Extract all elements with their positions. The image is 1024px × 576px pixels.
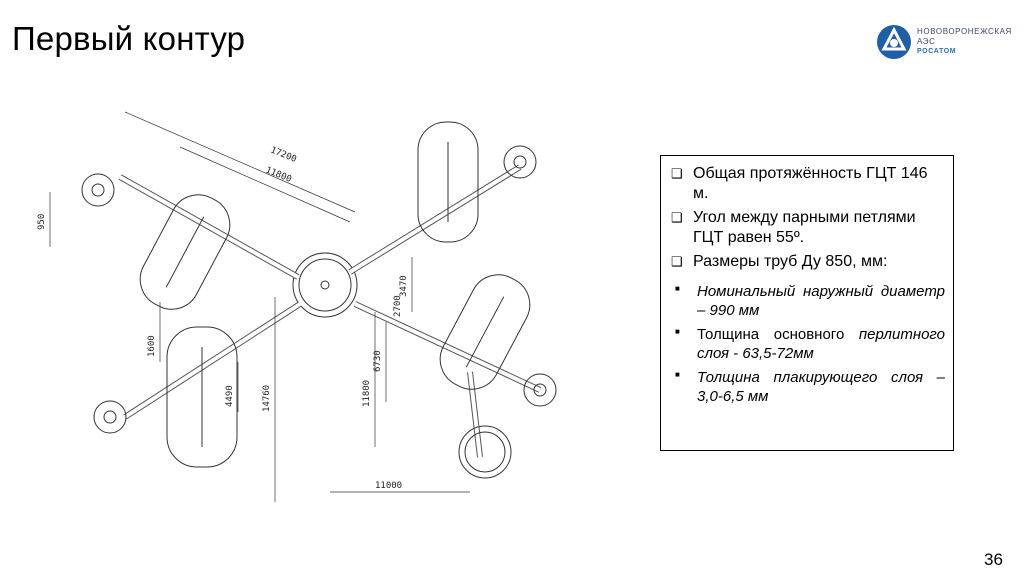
sub-item: ■ Толщина основного перлитного слоя - 63… xyxy=(675,326,945,362)
steam-generator-1 xyxy=(139,194,231,310)
bullet-item: ❑ Размеры труб Ду 850, мм: xyxy=(671,253,888,270)
sub-item: ■ Толщина плакирующего слоя – 3,0-6,5 мм xyxy=(675,369,945,405)
pump-3 xyxy=(523,373,557,407)
page-title: Первый контур xyxy=(12,20,246,57)
checkbox-bullet-icon: ❑ xyxy=(671,254,683,269)
pump-2 xyxy=(503,145,537,179)
bullet-item: ❑ Угол между парными петлями ГЦТ равен 5… xyxy=(671,209,916,246)
dim-label: 2700 xyxy=(393,295,403,317)
info-box: ❑ Общая протяжённость ГЦТ 146 м. ❑ Угол … xyxy=(660,155,954,451)
dim-label: 4490 xyxy=(225,385,235,407)
pump-1 xyxy=(81,173,115,207)
logo-line-2: АЭС xyxy=(917,37,936,46)
square-bullet-icon: ■ xyxy=(675,284,680,293)
steam-generator-2 xyxy=(417,121,479,243)
dim-label: 11000 xyxy=(375,481,402,491)
logo-line-1: НОВОВОРОНЕЖСКАЯ xyxy=(917,27,1012,36)
dim-label: 6730 xyxy=(373,350,383,372)
primary-circuit-drawing: 17200 11800 950 1600 3470 2700 6730 1180… xyxy=(37,111,557,502)
steam-generator-3 xyxy=(439,274,531,390)
pump-4 xyxy=(93,400,127,434)
dim-label: 17200 xyxy=(269,146,298,165)
checkbox-bullet-icon: ❑ xyxy=(671,210,683,225)
logo-line-3: РОСАТОМ xyxy=(917,48,957,55)
steam-generator-4 xyxy=(166,326,238,468)
square-bullet-icon: ■ xyxy=(675,370,680,379)
pressurizer xyxy=(458,425,512,479)
dim-label: 11800 xyxy=(264,166,293,185)
dim-label: 11800 xyxy=(362,380,372,407)
dim-label: 950 xyxy=(37,214,47,230)
reactor-circle xyxy=(292,252,358,318)
rosatom-logo-icon xyxy=(877,25,911,59)
checkbox-bullet-icon: ❑ xyxy=(671,166,683,181)
dim-label: 1600 xyxy=(147,335,157,357)
logo: НОВОВОРОНЕЖСКАЯ АЭС РОСАТОМ xyxy=(874,22,1014,66)
bullet-item: ❑ Общая протяжённость ГЦТ 146 м. xyxy=(671,165,928,202)
page-number: 36 xyxy=(984,550,1003,569)
dim-label: 14760 xyxy=(262,385,272,412)
sub-item: ■ Номинальный наружный диаметр – 990 мм xyxy=(675,283,945,319)
dim-label: 3470 xyxy=(399,275,409,297)
square-bullet-icon: ■ xyxy=(675,327,680,336)
